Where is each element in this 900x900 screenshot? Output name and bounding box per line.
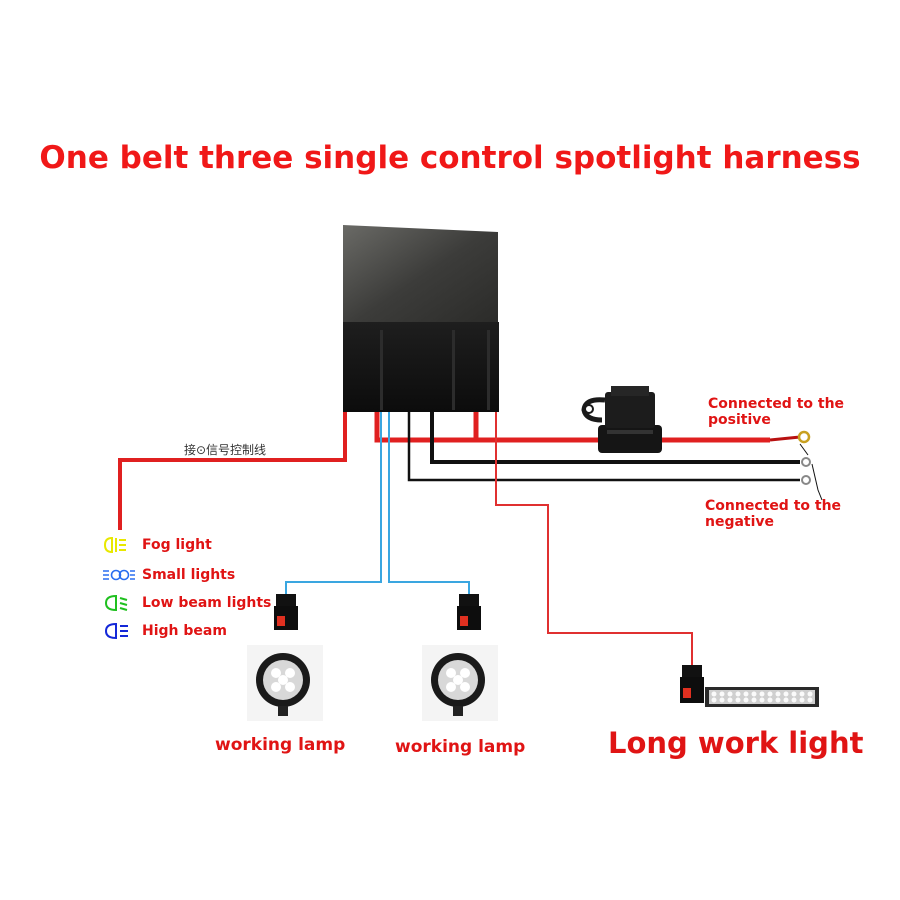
signal-wire-label: 接⊙信号控制线: [184, 443, 267, 457]
working-lamp-left-image: [247, 645, 323, 721]
legend-item-high-beam: High beam: [102, 619, 227, 643]
light-bar-image: [705, 687, 819, 707]
legend-item-low-beam: Low beam lights: [102, 591, 271, 615]
long-light-label: Long work light: [608, 726, 864, 760]
low-beam-icon: [104, 594, 128, 612]
working-lamp-right-label: working lamp: [395, 737, 526, 757]
relay-box: [343, 225, 499, 412]
legend-item-fog: Fog light: [102, 533, 212, 557]
working-lamp-left-label: working lamp: [215, 735, 346, 755]
blue-wire-left: [285, 412, 382, 598]
long-light-wire: [495, 412, 693, 668]
legend-item-small-lights: Small lights: [102, 563, 235, 587]
positive-label: Connected to the positive: [708, 396, 845, 428]
long-light-connector: [680, 665, 704, 703]
high-beam-icon: [104, 622, 128, 640]
negative-wire-1: [430, 412, 800, 464]
legend-label: Fog light: [142, 537, 212, 553]
fog-light-icon: [103, 536, 126, 554]
legend-label: Low beam lights: [142, 595, 272, 611]
small-lights-icon: [103, 569, 135, 581]
fuse-holder: [581, 386, 662, 453]
signal-wire: [118, 412, 347, 530]
negative-wire-2: [407, 412, 800, 482]
legend-label: High beam: [142, 623, 227, 639]
blue-wire-right: [388, 412, 470, 598]
lamp-connector-left: [274, 594, 298, 630]
negative-label: Connected to the negative: [705, 498, 842, 530]
legend-label: Small lights: [142, 567, 236, 583]
working-lamp-right-image: [422, 645, 498, 721]
lamp-connector-right: [457, 594, 481, 630]
diagram-title: One belt three single control spotlight …: [39, 140, 861, 176]
positive-wire: [374, 412, 600, 443]
